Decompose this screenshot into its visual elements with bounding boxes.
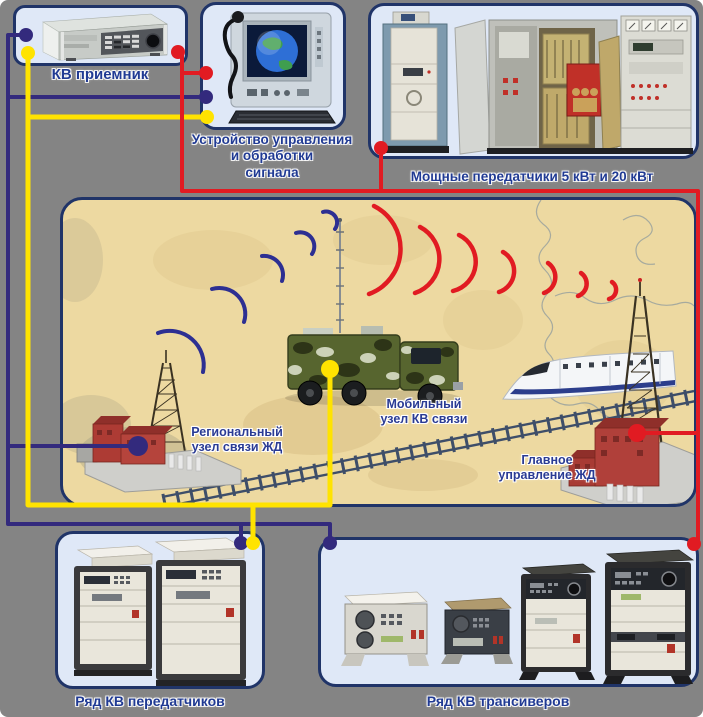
hf-transceiver-desktop-2 bbox=[441, 597, 513, 664]
hf-transceiver-rack-1 bbox=[519, 563, 597, 680]
map-panel bbox=[60, 197, 697, 507]
hq-node-label-line2: управление ЖД bbox=[498, 468, 596, 482]
control-unit-label: Устройство управления и обработки сигнал… bbox=[192, 132, 352, 181]
transceiver-row-label: Ряд КВ трансиверов bbox=[426, 693, 570, 709]
hf-receiver-illustration bbox=[42, 13, 168, 61]
mobile-node-label: Мобильный узел КВ связи bbox=[381, 397, 468, 427]
transmitter-row-box bbox=[55, 531, 265, 689]
transceiver-row-illustration bbox=[341, 549, 695, 684]
regional-node-label-line1: Региональный bbox=[191, 425, 283, 439]
control-unit-label-line3: сигнала bbox=[245, 164, 299, 180]
mobile-node-label-line2: узел КВ связи bbox=[380, 412, 468, 426]
power-transmitters-illustration bbox=[381, 11, 693, 155]
transmitter-row-illustration bbox=[74, 537, 246, 686]
transmitter-row-label: Ряд КВ передатчиков bbox=[75, 693, 225, 709]
hf-transmitter-rack-2 bbox=[154, 537, 246, 686]
map-illustration bbox=[63, 200, 694, 504]
transceiver-row-box bbox=[318, 537, 699, 687]
hq-node-label-line1: Главное bbox=[521, 453, 573, 467]
control-unit-label-line1: Устройство управления bbox=[191, 132, 353, 147]
hq-node-label: Главное управление ЖД bbox=[498, 453, 595, 483]
regional-node-label-line2: узел связи ЖД bbox=[191, 440, 283, 454]
hf-transceiver-desktop-1 bbox=[341, 591, 429, 666]
hf-receiver-box bbox=[13, 5, 188, 66]
control-unit-illustration bbox=[222, 11, 336, 124]
power-transmitters-box bbox=[368, 3, 699, 159]
hf-transmitter-rack-1 bbox=[74, 545, 154, 676]
mobile-node-label-line1: Мобильный bbox=[386, 397, 462, 411]
control-unit-box bbox=[200, 2, 346, 130]
control-unit-label-line2: и обработки bbox=[230, 148, 314, 164]
power-transmitters-label: Мощные передатчики 5 кВт и 20 кВт bbox=[410, 169, 654, 184]
hf-receiver-label: КВ приемник bbox=[51, 66, 149, 83]
hf-transceiver-rack-2 bbox=[603, 549, 695, 684]
regional-node-label: Региональный узел связи ЖД bbox=[191, 425, 283, 455]
